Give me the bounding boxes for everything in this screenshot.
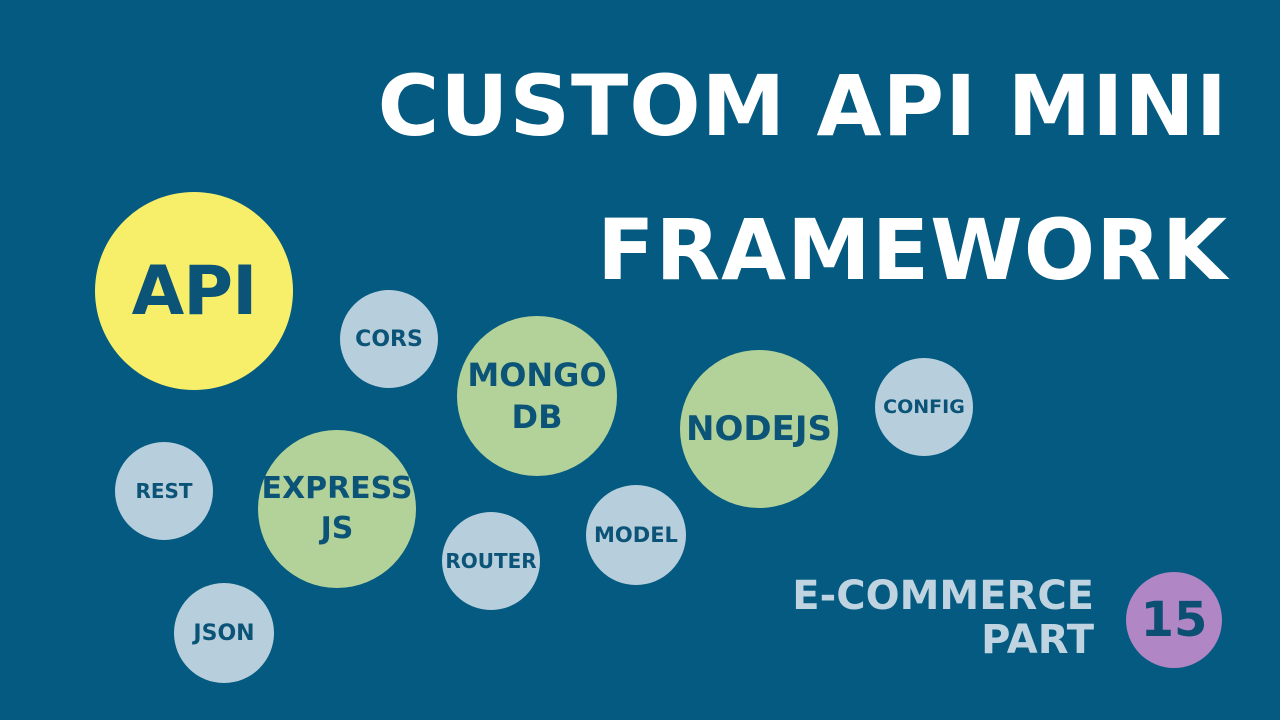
bubble-nodejs: NODEJS: [680, 350, 838, 508]
bubble-router: ROUTER: [442, 512, 540, 610]
bubble-model: MODEL: [586, 485, 686, 585]
title-line-2: FRAMEWORK: [597, 201, 1228, 299]
part-number-badge: 15: [1126, 572, 1222, 668]
bubble-api: API: [95, 192, 293, 390]
series-line-2: PART: [981, 617, 1094, 663]
series-line-1: E-COMMERCE: [792, 573, 1094, 619]
bubble-expressjs: EXPRESS JS: [258, 430, 416, 588]
bubble-mongodb: MONGO DB: [457, 316, 617, 476]
title-line-1: CUSTOM API MINI: [377, 57, 1228, 155]
bubble-rest: REST: [115, 442, 213, 540]
bubble-config: CONFIG: [875, 358, 973, 456]
series-label: E-COMMERCE PART: [792, 574, 1094, 662]
bubble-json: JSON: [174, 583, 274, 683]
page-title: CUSTOM API MINI FRAMEWORK: [378, 34, 1228, 322]
bubble-cors: CORS: [340, 290, 438, 388]
